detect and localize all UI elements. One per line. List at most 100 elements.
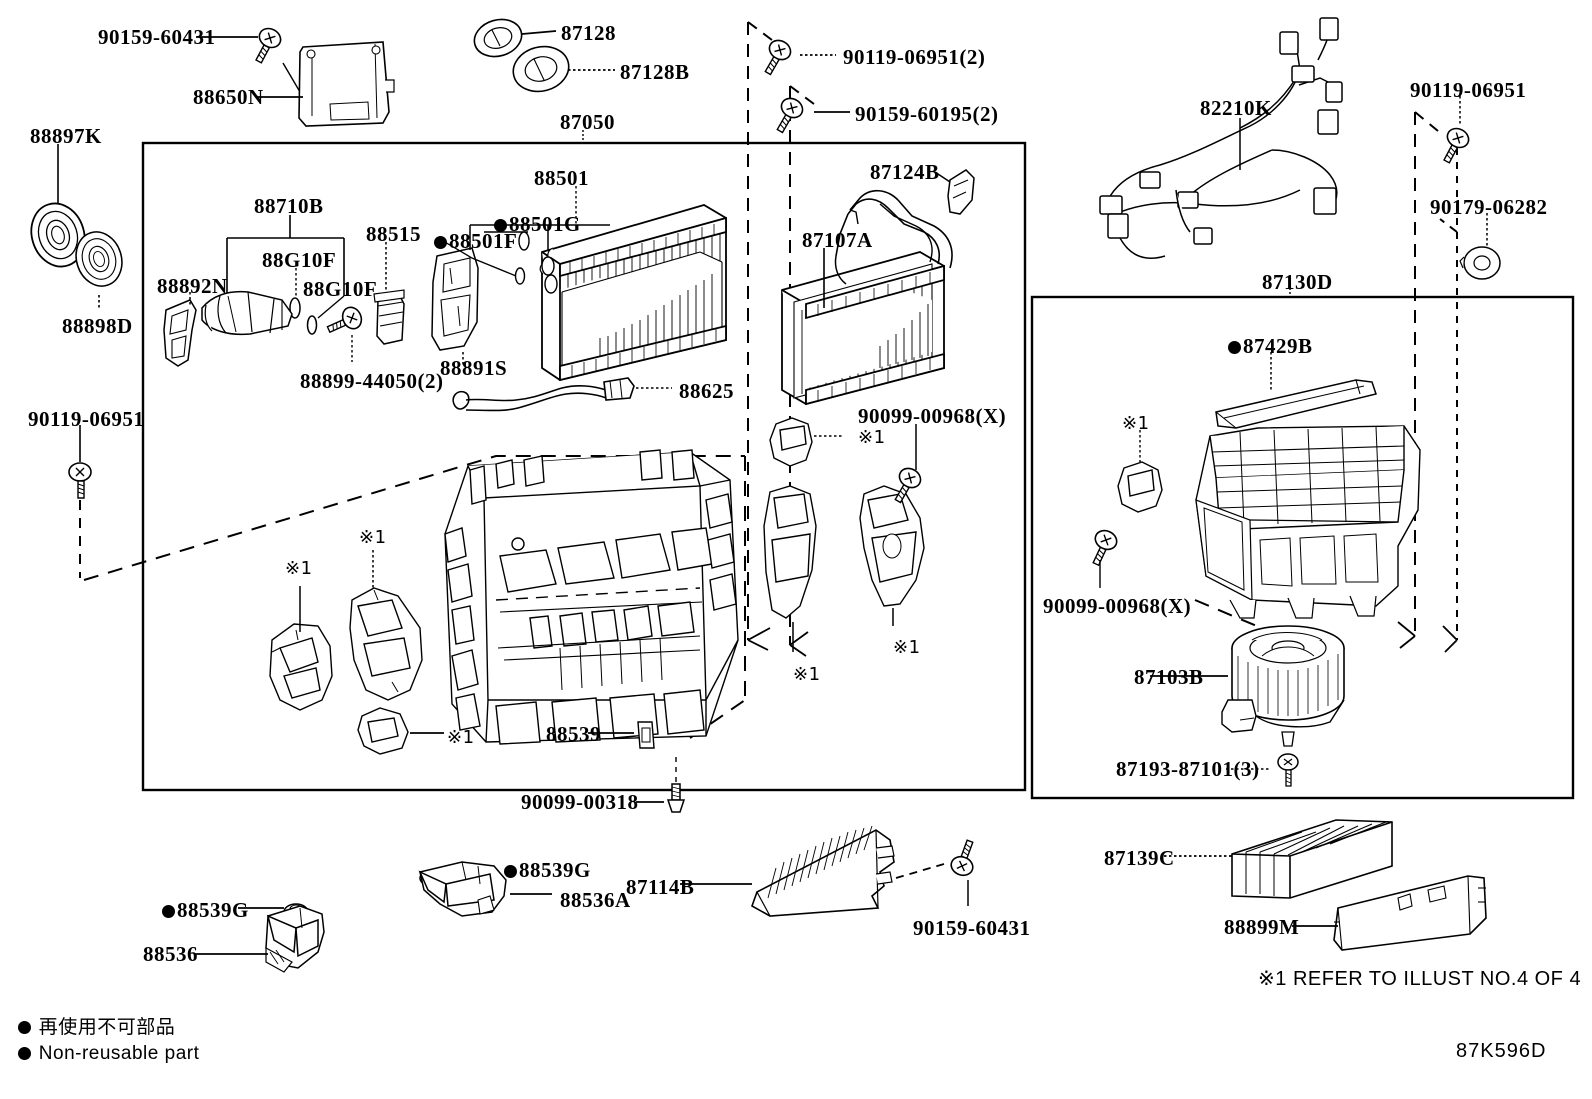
part-number-text: 88898D [62, 314, 133, 338]
part-label-87128B[interactable]: 87128B [620, 62, 690, 83]
ref-marker-r6: ※1 [893, 637, 921, 658]
part-number-text: 90119-06951 [28, 407, 145, 431]
part-number-text: 87139C [1104, 846, 1175, 870]
part-label-90159-60431[interactable]: 90159-60431 [98, 27, 216, 48]
part-label-88539[interactable]: 88539 [546, 724, 601, 745]
part-number-text: 88899-44050(2) [300, 369, 444, 393]
part-88515 [373, 289, 405, 345]
part-label-88501G[interactable]: 88501G [494, 214, 581, 235]
legend-en-row: Non-reusable part [18, 1043, 199, 1065]
part-label-87050[interactable]: 87050 [560, 112, 615, 133]
part-label-88891S[interactable]: 88891S [440, 358, 507, 379]
part-number-text: 90119-06951 [1410, 78, 1527, 102]
illust-reference-note: ※1 REFER TO ILLUST NO.4 OF 4 [1258, 968, 1582, 990]
part-87050-case [444, 449, 739, 745]
part-82210K [1099, 17, 1343, 259]
part-label-88536A[interactable]: 88536A [560, 890, 631, 911]
part-number-text: 88892N [157, 274, 228, 298]
diagram-code: 87K596D [1456, 1040, 1547, 1062]
part-label-88G10F[interactable]: 88G10F [262, 250, 336, 271]
part-label-88892N[interactable]: 88892N [157, 276, 228, 297]
ref-marker-r5: ※1 [793, 664, 821, 685]
part-label-88650N[interactable]: 88650N [193, 87, 264, 108]
part-number-text: 82210K [1200, 96, 1272, 120]
part-servo-c [357, 707, 409, 755]
nonreusable-marker-icon [504, 865, 517, 878]
part-label-90119-06951[interactable]: 90119-06951 [28, 409, 144, 430]
part-number-text: 88539 [546, 722, 601, 746]
part-number-text: 87124B [870, 160, 940, 184]
part-label-90099-00968-X-[interactable]: 90099-00968(X) [1043, 596, 1191, 617]
part-number-text: 88G10F [303, 277, 378, 301]
part-87124B [947, 169, 975, 215]
part-number-text: 87050 [560, 110, 615, 134]
group-box-87130D [1030, 295, 1575, 800]
part-label-88898D[interactable]: 88898D [62, 316, 133, 337]
nonreusable-marker-icon [18, 1021, 31, 1034]
part-number-text: 90159-60431 [98, 25, 216, 49]
part-label-82210K[interactable]: 82210K [1200, 98, 1272, 119]
part-label-90159-60195-2-[interactable]: 90159-60195(2) [855, 104, 998, 125]
part-label-90179-06282[interactable]: 90179-06282 [1430, 197, 1548, 218]
nonreusable-marker-icon [434, 236, 447, 249]
part-number-text: 90099-00968(X) [1043, 594, 1192, 618]
part-label-88625[interactable]: 88625 [679, 381, 734, 402]
part-number-text: 88501G [509, 212, 581, 236]
part-number-text: 88897K [30, 124, 102, 148]
part-88892N [163, 299, 197, 367]
part-number-text: 88536 [143, 942, 198, 966]
part-87128 [473, 18, 523, 58]
part-label-90119-06951-2-[interactable]: 90119-06951(2) [843, 47, 985, 68]
part-number-text: 88539G [177, 898, 249, 922]
ref-marker-r2: ※1 [1122, 413, 1150, 434]
part-88625 [452, 377, 635, 412]
part-number-text: 90119-06951(2) [843, 45, 986, 69]
part-87429B [1215, 379, 1377, 429]
part-88710B-pipe [201, 290, 293, 336]
part-number-text: 90159-60195(2) [855, 102, 999, 126]
part-label-88515[interactable]: 88515 [366, 224, 421, 245]
part-number-text: 87114B [626, 875, 695, 899]
part-label-88G10F[interactable]: 88G10F [303, 279, 377, 300]
part-label-87130D[interactable]: 87130D [1262, 272, 1333, 293]
part-label-87429B[interactable]: 87429B [1228, 336, 1313, 357]
part-label-88897K[interactable]: 88897K [30, 126, 102, 147]
part-number-text: 88899M [1224, 915, 1300, 939]
part-label-90119-06951[interactable]: 90119-06951 [1410, 80, 1526, 101]
part-servo-a [269, 623, 333, 711]
part-number-text: 88G10F [262, 248, 337, 272]
part-label-87124B[interactable]: 87124B [870, 162, 940, 183]
part-label-87139C[interactable]: 87139C [1104, 848, 1175, 869]
part-label-88501[interactable]: 88501 [534, 168, 589, 189]
part-label-87103B[interactable]: 87103B [1134, 667, 1204, 688]
part-label-90159-60431[interactable]: 90159-60431 [913, 918, 1031, 939]
part-label-88536[interactable]: 88536 [143, 944, 198, 965]
part-label-90099-00318[interactable]: 90099-00318 [521, 792, 639, 813]
part-label-88501F[interactable]: 88501F [434, 231, 517, 252]
part-label-88539G[interactable]: 88539G [162, 900, 249, 921]
part-number-text: 88501F [449, 229, 518, 253]
part-number-text: 90179-06282 [1430, 195, 1548, 219]
part-label-87193-87101-3-[interactable]: 87193-87101(3) [1116, 759, 1259, 780]
part-servo-g [1117, 461, 1163, 513]
part-87103B-blower [1221, 625, 1345, 747]
legend-en-text: Non-reusable part [38, 1043, 200, 1064]
part-label-87128[interactable]: 87128 [561, 23, 616, 44]
part-label-87107A[interactable]: 87107A [802, 230, 873, 251]
legend-jp-text: 再使用不可部品 [38, 1016, 176, 1038]
part-label-88899-44050-2-[interactable]: 88899-44050(2) [300, 371, 443, 392]
ref-marker-r1: ※1 [858, 427, 886, 448]
part-label-90099-00968-X-[interactable]: 90099-00968(X) [858, 406, 1006, 427]
ref-marker-r3: ※1 [359, 527, 387, 548]
part-number-text: 87128B [620, 60, 690, 84]
part-number-text: 90099-00318 [521, 790, 639, 814]
part-number-text: 87193-87101(3) [1116, 757, 1260, 781]
part-label-88710B[interactable]: 88710B [254, 196, 324, 217]
ref-marker-r4: ※1 [285, 558, 313, 579]
part-88899M [1333, 875, 1487, 951]
part-label-88899M[interactable]: 88899M [1224, 917, 1299, 938]
part-label-87114B[interactable]: 87114B [626, 877, 694, 898]
part-label-88539G[interactable]: 88539G [504, 860, 591, 881]
part-number-text: 87128 [561, 21, 616, 45]
